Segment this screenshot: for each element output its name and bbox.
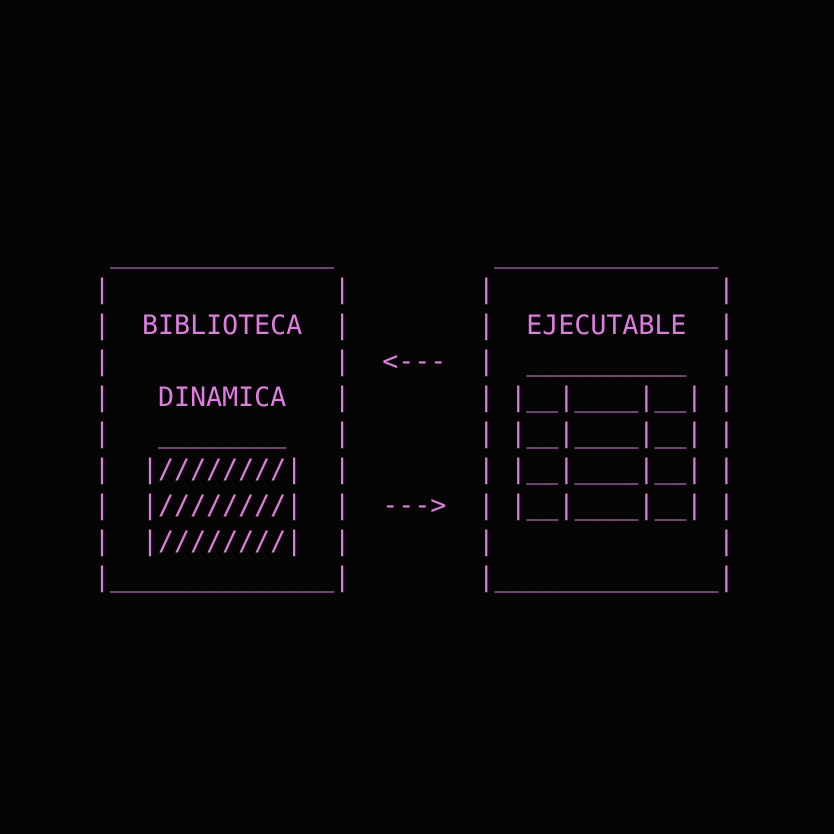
diagram-row: | |////////| | | |__|____|__| |	[94, 454, 735, 485]
box-tops: ______________ ______________	[94, 238, 735, 269]
diagram-row: | |////////| | | |	[94, 526, 735, 557]
box-titles-row: | BIBLIOTECA | | EJECUTABLE |	[94, 310, 735, 341]
arrow-to-library-row: | | <--- | __________ |	[94, 346, 735, 377]
arrow-to-executable-row: | |////////| | ---> | |__|____|__| |	[94, 490, 735, 521]
box-bottoms: |______________| |______________|	[94, 562, 735, 593]
dinamica-row: | DINAMICA | | |__|____|__| |	[94, 382, 735, 413]
ascii-diagram: ______________ ______________ | | | | | B…	[94, 236, 734, 596]
diagram-row: | | | |	[94, 274, 735, 305]
diagram-row: | ________ | | |__|____|__| |	[94, 418, 735, 449]
